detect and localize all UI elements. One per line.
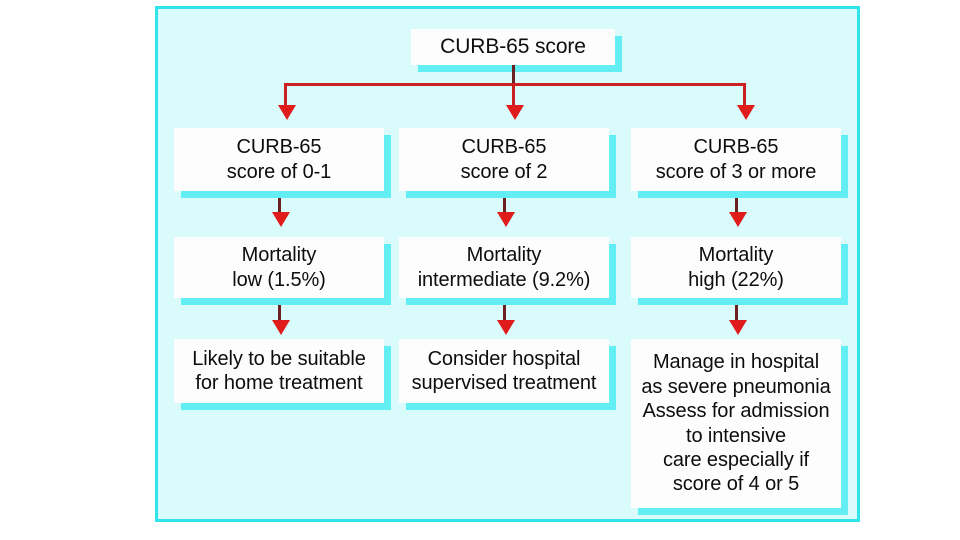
connector-drop-col2 [512, 83, 515, 107]
connector-score-to-mortality-col3 [735, 198, 738, 215]
arrowhead-root-col2 [506, 105, 524, 120]
connector-score-to-mortality-col1 [278, 198, 281, 215]
node-mortality-col1: Mortality low (1.5%) [174, 237, 384, 298]
connector-score-to-mortality-col2 [503, 198, 506, 215]
node-mortality-col2: Mortality intermediate (9.2%) [399, 237, 609, 298]
arrowhead-mortality-col2 [497, 212, 515, 227]
connector-drop-col3 [743, 83, 746, 107]
node-score-col1: CURB-65 score of 0-1 [174, 128, 384, 191]
arrowhead-mortality-col3 [729, 212, 747, 227]
arrowhead-action-col1 [272, 320, 290, 335]
arrowhead-root-col3 [737, 105, 755, 120]
connector-drop-col1 [284, 83, 287, 107]
node-action-col2: Consider hospital supervised treatment [399, 339, 609, 403]
arrowhead-action-col3 [729, 320, 747, 335]
connector-mortality-to-action-col1 [278, 305, 281, 323]
arrowhead-action-col2 [497, 320, 515, 335]
node-root-curb65-score: CURB-65 score [411, 29, 615, 65]
connector-root-stem [512, 65, 515, 83]
node-score-col3: CURB-65 score of 3 or more [631, 128, 841, 191]
diagram-panel: CURB-65 score CURB-65 score of 0-1 CURB-… [155, 6, 860, 522]
node-mortality-col3: Mortality high (22%) [631, 237, 841, 298]
connector-mortality-to-action-col3 [735, 305, 738, 323]
connector-mortality-to-action-col2 [503, 305, 506, 323]
node-action-col3: Manage in hospital as severe pneumonia A… [631, 339, 841, 508]
node-score-col2: CURB-65 score of 2 [399, 128, 609, 191]
connector-horizontal-bar [284, 83, 746, 86]
arrowhead-mortality-col1 [272, 212, 290, 227]
arrowhead-root-col1 [278, 105, 296, 120]
node-action-col1: Likely to be suitable for home treatment [174, 339, 384, 403]
